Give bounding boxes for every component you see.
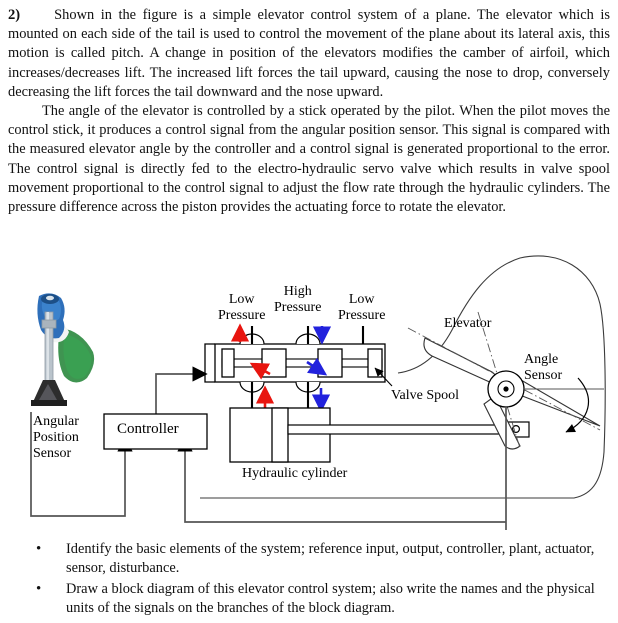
elevator-control-system-figure: Angular Position Sensor Controller Low P… <box>0 252 618 530</box>
spool-flow-arrow-red <box>249 362 271 380</box>
question-number: 2) <box>8 7 21 23</box>
spool-flow-arrow-blue <box>306 357 328 376</box>
valve-spool-leader <box>374 367 393 387</box>
signal-wiring <box>30 366 507 530</box>
label-angle-sensor: Angle Sensor <box>524 352 563 383</box>
label-elevator: Elevator <box>444 316 492 331</box>
bullet-icon: • <box>36 580 42 597</box>
question-text-block: 2)Shown in the figure is a simple elevat… <box>8 6 610 217</box>
question-paragraph-2: The angle of the elevator is controlled … <box>8 102 610 217</box>
tail-outline <box>200 255 606 499</box>
label-valve-spool: Valve Spool <box>391 388 460 403</box>
list-item: • Identify the basic elements of the sys… <box>30 540 600 579</box>
pressure-ports <box>250 326 365 344</box>
question-paragraph-1: 2)Shown in the figure is a simple elevat… <box>8 6 610 102</box>
label-low-pressure-right: Low Pressure <box>338 292 386 323</box>
elevator-surface <box>423 337 601 450</box>
hydraulic-cylinder <box>229 407 530 463</box>
label-hydraulic-cylinder: Hydraulic cylinder <box>242 466 348 481</box>
task-text: Draw a block diagram of this elevator co… <box>66 580 595 616</box>
servo-valve <box>204 333 386 393</box>
label-low-pressure-left: Low Pressure <box>218 292 266 323</box>
tasks-list: • Identify the basic elements of the sys… <box>30 540 600 619</box>
label-high-pressure: High Pressure <box>274 284 322 315</box>
controller-block <box>103 413 208 450</box>
paragraph-1-text: Shown in the figure is a simple elevator… <box>8 7 610 100</box>
label-angular-position-sensor: Angular Position Sensor <box>33 414 79 461</box>
paragraph-2-text: The angle of the elevator is controlled … <box>8 103 610 216</box>
control-stick-image <box>17 290 102 412</box>
task-text: Identify the basic elements of the syste… <box>66 541 595 577</box>
angle-sensor-hinge <box>487 370 525 408</box>
bullet-icon: • <box>36 541 42 557</box>
hydraulic-schematic <box>30 255 606 530</box>
list-item: • Draw a block diagram of this elevator … <box>30 580 600 619</box>
label-controller: Controller <box>117 421 179 437</box>
rotation-arrow <box>565 377 589 433</box>
cylinder-ports <box>250 382 310 408</box>
